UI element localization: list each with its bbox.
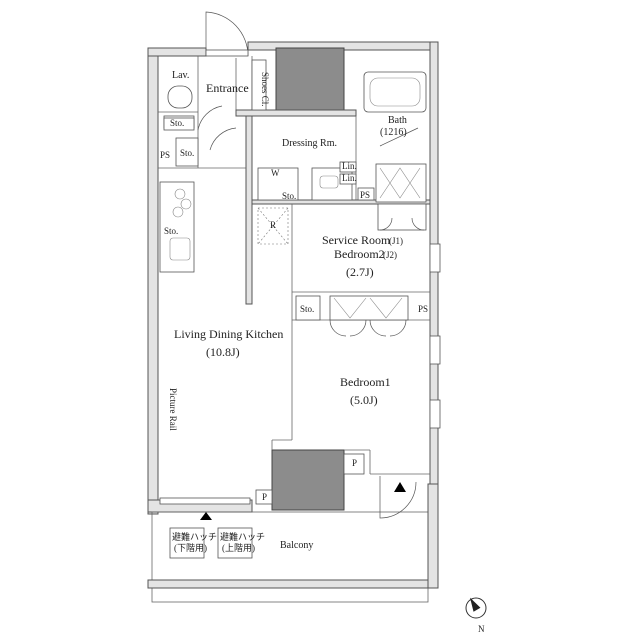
storage-lav	[163, 117, 195, 131]
p-box-right	[343, 453, 365, 475]
service-room-closet	[377, 203, 427, 231]
storage-entrance	[175, 137, 199, 167]
label-ps-left: PS	[160, 150, 170, 160]
label-sto-lav: Sto.	[170, 118, 184, 128]
label-hatch-upper-1: 避難ハッチ	[220, 531, 265, 542]
label-service-room: Service Room	[322, 233, 391, 247]
storage-bedroom	[295, 295, 321, 321]
entrance-door-swing-icon	[205, 11, 249, 57]
label-sto-entrance: Sto.	[180, 148, 194, 158]
label-lin-2: Lin.	[342, 173, 357, 183]
label-ps-dressing: PS	[360, 190, 370, 200]
label-r: R	[270, 220, 276, 230]
label-ldk-size: (10.8J)	[206, 345, 240, 359]
label-bedroom1-size: (5.0J)	[350, 393, 378, 407]
label-lin-1: Lin.	[342, 161, 357, 171]
label-balcony: Balcony	[280, 540, 313, 551]
label-north: N	[478, 624, 485, 634]
entry-arrow-icon	[200, 512, 212, 520]
hatch-upper	[217, 527, 253, 559]
entrance-inner-door-icon	[209, 127, 237, 151]
closet-bedroom	[329, 295, 409, 321]
label-sto-kitchen: Sto.	[164, 226, 178, 236]
bedroom-door-icon	[379, 476, 417, 519]
label-hatch-upper-2: (上階用)	[222, 543, 255, 553]
lav-door-swing-icon	[197, 105, 223, 131]
stove-burner-icon	[174, 188, 186, 200]
label-sto-dressing: Sto.	[282, 191, 296, 201]
label-shoes-closet: Shoes Cl.	[260, 72, 270, 107]
compass-north-icon	[465, 597, 487, 619]
label-sto-bedroom: Sto.	[300, 304, 314, 314]
p-box-left	[255, 489, 273, 505]
label-bath-size: (1216)	[380, 127, 407, 138]
entry-arrow-icon-2	[394, 482, 406, 492]
label-bedroom1: Bedroom1	[340, 375, 391, 389]
label-bedroom2-size: (2.7J)	[346, 265, 374, 279]
label-service-room-j: (J1)	[389, 236, 403, 246]
shoes-closet	[251, 59, 267, 111]
refrigerator-space	[257, 207, 289, 245]
label-p-right: P	[352, 458, 357, 468]
washing-machine	[257, 167, 299, 201]
label-picture-rail: Picture Rail	[168, 388, 178, 431]
label-w: W	[271, 168, 280, 178]
sink-icon	[319, 175, 339, 189]
label-p-left: P	[262, 492, 267, 502]
closet-dressing	[375, 163, 427, 203]
label-bedroom2: Bedroom2	[334, 247, 385, 261]
label-lav: Lav.	[172, 70, 189, 81]
label-dressing: Dressing Rm.	[282, 138, 337, 149]
kitchen-counter	[159, 181, 195, 273]
label-hatch-lower-2: (下階用)	[174, 543, 207, 553]
label-ldk: Living Dining Kitchen	[174, 327, 283, 341]
hatch-lower	[169, 527, 205, 559]
pipe-shaft-top	[275, 47, 345, 111]
balcony-window	[159, 497, 251, 505]
label-bath: Bath	[388, 115, 407, 126]
label-hatch-lower-1: 避難ハッチ	[172, 531, 217, 542]
right-windows	[429, 243, 441, 429]
linen-1	[339, 161, 357, 173]
label-bedroom2-j: (J2)	[383, 250, 397, 260]
bathtub-icon	[363, 71, 427, 113]
pipe-shaft-bottom	[271, 449, 345, 511]
label-ps-bedroom: PS	[418, 304, 428, 314]
ps-dressing	[357, 187, 375, 201]
linen-2	[339, 173, 357, 185]
bath-door-icon	[379, 127, 419, 147]
label-entrance: Entrance	[206, 81, 249, 95]
